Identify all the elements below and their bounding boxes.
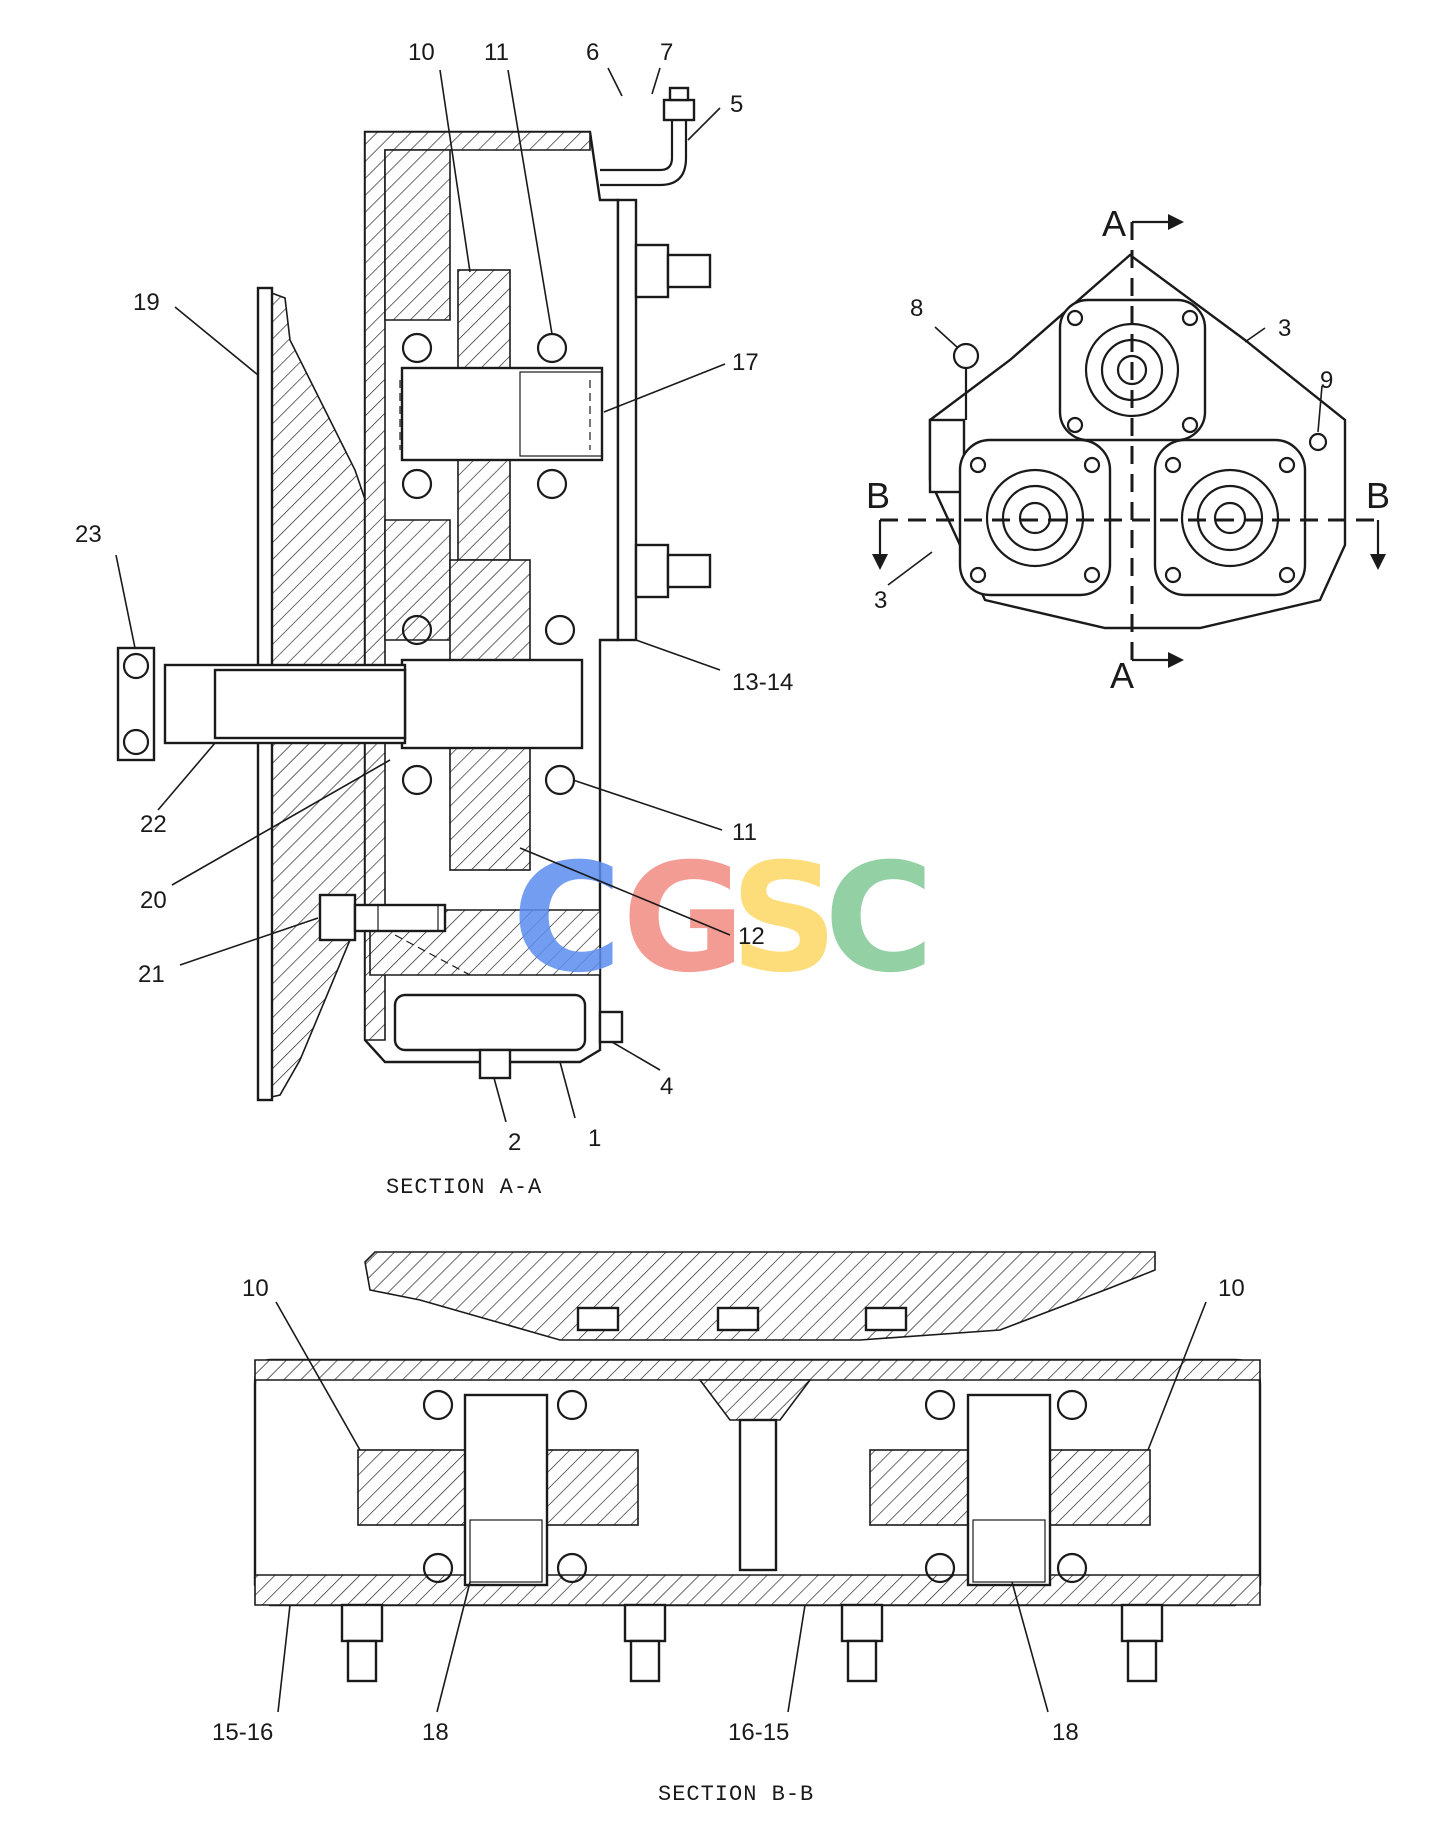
cut-letter-a-bottom: A: [1110, 655, 1134, 696]
end-view: A A B B: [866, 203, 1390, 696]
callout-5: 5: [730, 91, 743, 118]
callout-3-bottom: 3: [874, 587, 887, 614]
callout-17: 17: [732, 349, 759, 376]
callout-22: 22: [140, 811, 167, 838]
callout-9: 9: [1320, 367, 1333, 394]
watermark-letter-s: S: [730, 832, 838, 1006]
section-a-a-title: SECTION A-A: [386, 1175, 542, 1200]
callout-15-16: 15-16: [212, 1719, 273, 1746]
section-a-a-view: [116, 86, 712, 1102]
watermark-letter-c1: C: [512, 832, 622, 1006]
watermark: C G S C: [512, 832, 934, 1006]
callout-10-left: 10: [242, 1275, 269, 1302]
callout-10-right: 10: [1218, 1275, 1245, 1302]
cut-letter-b-right: B: [1366, 475, 1390, 516]
callout-11-bottom: 11: [732, 819, 757, 846]
cut-letter-a-top: A: [1102, 203, 1126, 244]
callout-23: 23: [75, 521, 102, 548]
callout-7: 7: [660, 39, 673, 66]
section-b-b-view: [253, 1251, 1262, 1683]
callout-4: 4: [660, 1073, 673, 1100]
callouts-section-a: 10 11 6 7 5 19 17 23 13-14 22 11 20 12 2…: [75, 39, 793, 1156]
callout-10: 10: [408, 39, 435, 66]
callout-18-left: 18: [422, 1719, 449, 1746]
callout-12: 12: [738, 923, 765, 950]
callout-1: 1: [588, 1125, 601, 1152]
watermark-letter-g: G: [622, 832, 745, 1006]
watermark-letter-c2: C: [824, 832, 934, 1006]
callout-2: 2: [508, 1129, 521, 1156]
callouts-section-b: 10 10 15-16 18 16-15 18: [212, 1275, 1245, 1746]
callouts-end-view: 8 3 9 3: [874, 295, 1333, 614]
callout-3-top: 3: [1278, 315, 1291, 342]
cut-letter-b-left: B: [866, 475, 890, 516]
callout-8: 8: [910, 295, 923, 322]
section-b-b-title: SECTION B-B: [658, 1782, 814, 1807]
callout-21: 21: [138, 961, 165, 988]
callout-6: 6: [586, 39, 599, 66]
callout-11-top: 11: [484, 39, 509, 66]
callout-13-14: 13-14: [732, 669, 793, 696]
callout-18-right: 18: [1052, 1719, 1079, 1746]
leader-lines: [115, 67, 1323, 1713]
callout-16-15: 16-15: [728, 1719, 789, 1746]
end-view-right-pump: [1153, 438, 1307, 597]
end-view-left-pump: [958, 438, 1112, 597]
callout-20: 20: [140, 887, 167, 914]
callout-19: 19: [133, 289, 160, 316]
